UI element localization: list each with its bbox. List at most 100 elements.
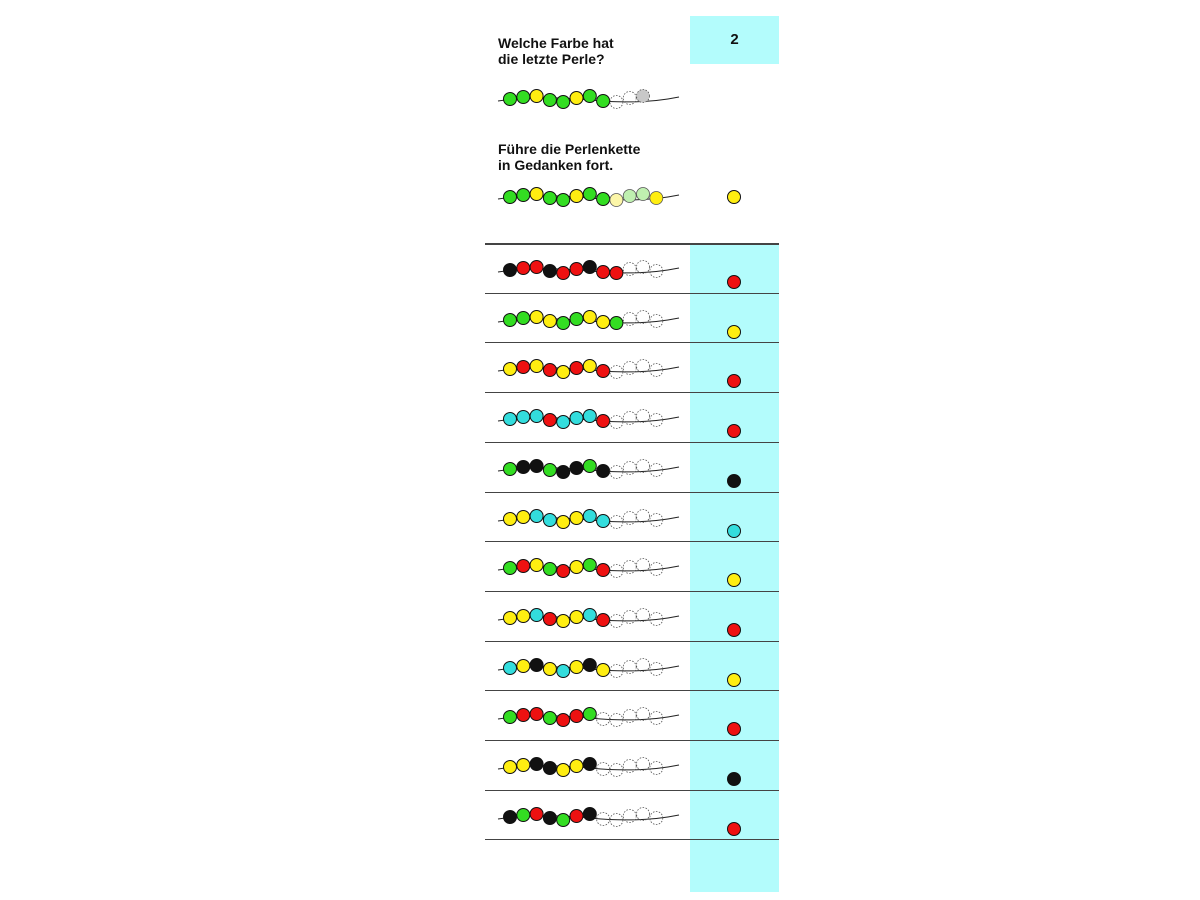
bead: [582, 260, 597, 274]
bead: [596, 314, 611, 329]
example-1-strand: [497, 89, 680, 109]
answer-bead: [727, 424, 741, 439]
continued-bead: [649, 191, 664, 205]
bead: [542, 611, 557, 626]
answer-bead: [727, 275, 741, 289]
empty-bead-slot: [649, 810, 664, 825]
row-divider: [485, 243, 779, 245]
task-2-answer: [727, 324, 741, 339]
bead: [542, 191, 557, 205]
task-8-strand: [497, 607, 680, 628]
task-7-answer: [727, 573, 741, 588]
bead: [542, 810, 557, 825]
task-8-answer: [727, 622, 741, 637]
bead: [569, 659, 584, 674]
empty-bead-slot: [622, 311, 637, 326]
bead: [542, 264, 557, 278]
task-6-answer: [727, 523, 741, 538]
question-2-line-1: Führe die Perlenkette: [498, 141, 641, 157]
question-1: Welche Farbe hat die letzte Perle?: [498, 35, 614, 67]
empty-bead-slot: [649, 761, 664, 775]
empty-bead-slot: [622, 91, 637, 105]
bead: [596, 463, 611, 478]
example-2-strand: [497, 187, 680, 207]
empty-bead-slot: [609, 663, 624, 678]
bead: [503, 760, 517, 774]
empty-bead-slot: [622, 759, 637, 773]
bead: [516, 608, 531, 623]
bead: [596, 513, 611, 528]
bead: [516, 708, 531, 723]
empty-bead-slot: [622, 808, 637, 823]
task-12-answer: [727, 821, 741, 836]
bead: [529, 458, 544, 473]
empty-bead-slot: [649, 562, 664, 577]
continued-bead: [636, 187, 650, 201]
empty-bead-slot: [622, 411, 637, 425]
bead: [516, 807, 531, 822]
answer-bead: [727, 190, 741, 204]
empty-bead-slot: [636, 458, 650, 473]
row-divider: [485, 690, 779, 691]
bead: [529, 806, 544, 821]
task-12-strand: [497, 806, 680, 827]
page-number: 2: [730, 31, 739, 48]
empty-bead-slot: [609, 464, 624, 479]
empty-bead-slot: [649, 661, 664, 676]
bead: [516, 758, 531, 772]
empty-bead-slot: [596, 762, 610, 776]
bead: [596, 94, 611, 108]
bead: [582, 508, 597, 523]
question-2-line-2: in Gedanken fort.: [498, 157, 614, 173]
bead: [582, 409, 597, 424]
bead: [569, 709, 584, 724]
bead: [556, 613, 571, 628]
bead: [529, 260, 544, 274]
question-1-line-2: die letzte Perle?: [498, 51, 605, 67]
example-2-answer: [727, 190, 741, 204]
empty-bead-slot: [649, 313, 664, 328]
answer-bead: [727, 324, 741, 339]
bead: [556, 315, 571, 330]
empty-bead-slot: [609, 812, 624, 827]
bead: [529, 508, 544, 523]
answer-bead: [727, 722, 741, 737]
bead: [556, 193, 571, 207]
task-1-answer: [727, 275, 741, 289]
empty-bead-slot: [649, 462, 664, 477]
empty-bead-slot: [596, 712, 610, 727]
empty-bead-slot: [636, 657, 650, 672]
empty-bead-slot: [636, 260, 650, 274]
task-10-answer: [727, 722, 741, 737]
empty-bead-slot: [609, 365, 624, 380]
bead: [529, 187, 544, 201]
answer-bead: [727, 473, 741, 488]
bead: [529, 409, 544, 424]
task-3-strand: [497, 359, 680, 380]
bead: [529, 89, 544, 103]
answer-bead: [727, 523, 741, 538]
empty-bead-slot: [636, 409, 650, 423]
bead: [556, 365, 571, 380]
bead: [609, 315, 624, 330]
empty-bead-slot: [649, 711, 664, 726]
empty-bead-slot: [609, 713, 624, 728]
bead: [556, 713, 571, 728]
bead: [582, 458, 597, 473]
bead: [503, 710, 517, 725]
row-divider: [485, 293, 779, 294]
empty-bead-slot: [609, 514, 624, 529]
empty-bead-slot: [622, 262, 637, 276]
row-divider: [485, 740, 779, 741]
bead: [556, 564, 571, 579]
bead: [529, 707, 544, 722]
task-6-strand: [497, 508, 680, 529]
bead: [503, 511, 517, 526]
bead: [596, 612, 611, 627]
bead: [569, 262, 584, 276]
bead: [542, 512, 557, 527]
bead: [503, 362, 517, 377]
bead: [516, 459, 531, 474]
row-divider: [485, 591, 779, 592]
